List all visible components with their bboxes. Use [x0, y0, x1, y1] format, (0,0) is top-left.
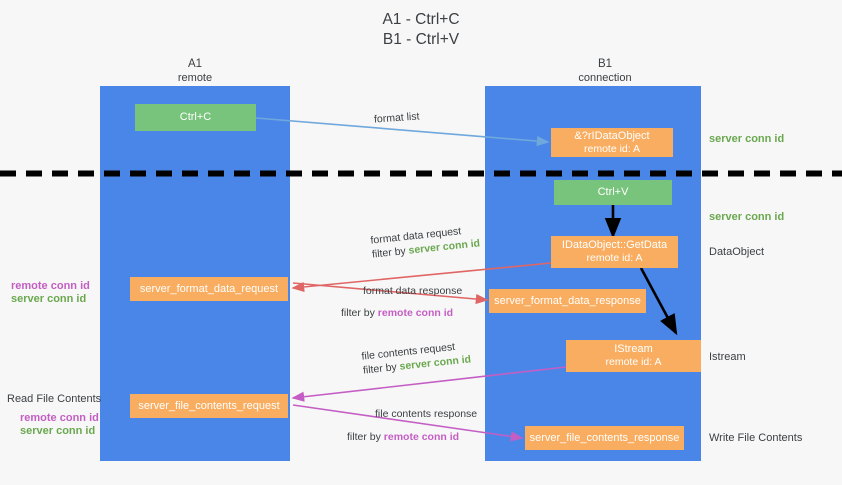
column-a1-sub: remote — [177, 71, 213, 84]
edge-label-format-data-response: format data response filter by remote co… — [341, 284, 463, 320]
edge-format-data-response-title: format data response — [363, 285, 463, 297]
filter-value: remote conn id — [383, 431, 460, 443]
box-server-format-data-response[interactable]: server_format_data_response — [489, 289, 646, 313]
box-server-file-contents-response[interactable]: server_file_contents_response — [525, 426, 684, 450]
box-ctrl-v-label: Ctrl+V — [597, 186, 629, 198]
label-server-conn-id-top: server conn id — [709, 133, 785, 145]
box-server-file-contents-response-label: server_file_contents_response — [529, 431, 680, 444]
column-header-a1: A1 remote — [140, 58, 250, 85]
box-idataobject-line1: &?rIDataObject — [574, 129, 650, 142]
box-istream[interactable]: IStream remote id: A — [566, 340, 701, 372]
box-ctrl-c-label: Ctrl+C — [179, 111, 212, 123]
box-ctrl-v[interactable]: Ctrl+V — [554, 180, 672, 205]
column-b1-sub: connection — [578, 71, 632, 84]
edge-file-contents-response-filter: filter by remote conn id — [347, 430, 477, 444]
title-line-1: A1 - Ctrl+C — [382, 11, 460, 28]
filter-prefix: filter by — [347, 431, 384, 443]
title-line-2: B1 - Ctrl+V — [382, 31, 460, 48]
label-server-conn-id-mid: server conn id — [709, 211, 785, 223]
label-server-conn-id-2: server conn id — [20, 425, 96, 437]
label-read-file-contents: Read File Contents — [7, 393, 102, 405]
box-server-format-data-request[interactable]: server_format_data_request — [130, 277, 288, 301]
box-istream-line1: IStream — [614, 343, 653, 355]
box-server-format-data-request-label: server_format_data_request — [139, 282, 279, 295]
box-getdata-line2: remote id: A — [586, 252, 643, 264]
box-getdata-line1: IDataObject::GetData — [561, 239, 668, 251]
column-b1-name: B1 — [597, 58, 613, 70]
column-a1-name: A1 — [187, 58, 203, 70]
label-write-file-contents: Write File Contents — [709, 432, 803, 444]
filter-prefix: filter by — [362, 360, 401, 377]
label-server-conn-id-1: server conn id — [11, 293, 87, 305]
filter-prefix: filter by — [371, 244, 410, 261]
edge-label-format-list-text: format list — [373, 110, 420, 126]
box-istream-line2: remote id: A — [605, 356, 662, 368]
page-title: A1 - Ctrl+C B1 - Ctrl+V — [0, 10, 842, 50]
dashed-divider — [0, 170, 842, 177]
box-ctrl-c[interactable]: Ctrl+C — [135, 104, 256, 131]
edge-format-data-response-filter: filter by remote conn id — [341, 306, 462, 320]
edge-label-file-contents-response: file contents response filter by remote … — [347, 407, 478, 444]
column-header-b1: B1 connection — [540, 58, 670, 85]
edge-file-contents-response-title: file contents response — [375, 408, 478, 420]
box-getdata[interactable]: IDataObject::GetData remote id: A — [551, 236, 678, 268]
filter-prefix: filter by — [341, 307, 378, 319]
edge-label-format-data-request: format data request filter by server con… — [370, 222, 481, 261]
edge-label-file-contents-request: file contents request filter by server c… — [361, 338, 472, 377]
filter-value: remote conn id — [377, 307, 454, 319]
box-server-file-contents-request[interactable]: server_file_contents_request — [130, 394, 288, 418]
box-idataobject-line2: remote id: A — [583, 142, 641, 155]
box-server-file-contents-request-label: server_file_contents_request — [138, 399, 280, 412]
label-istream: Istream — [709, 351, 746, 363]
edge-label-format-list: format list — [374, 109, 420, 126]
box-idataobject[interactable]: &?rIDataObject remote id: A — [551, 128, 673, 157]
label-remote-conn-id-2: remote conn id — [20, 412, 99, 424]
label-remote-conn-id-1: remote conn id — [11, 280, 90, 292]
label-dataobject: DataObject — [709, 246, 765, 258]
box-server-format-data-response-label: server_format_data_response — [494, 294, 641, 307]
